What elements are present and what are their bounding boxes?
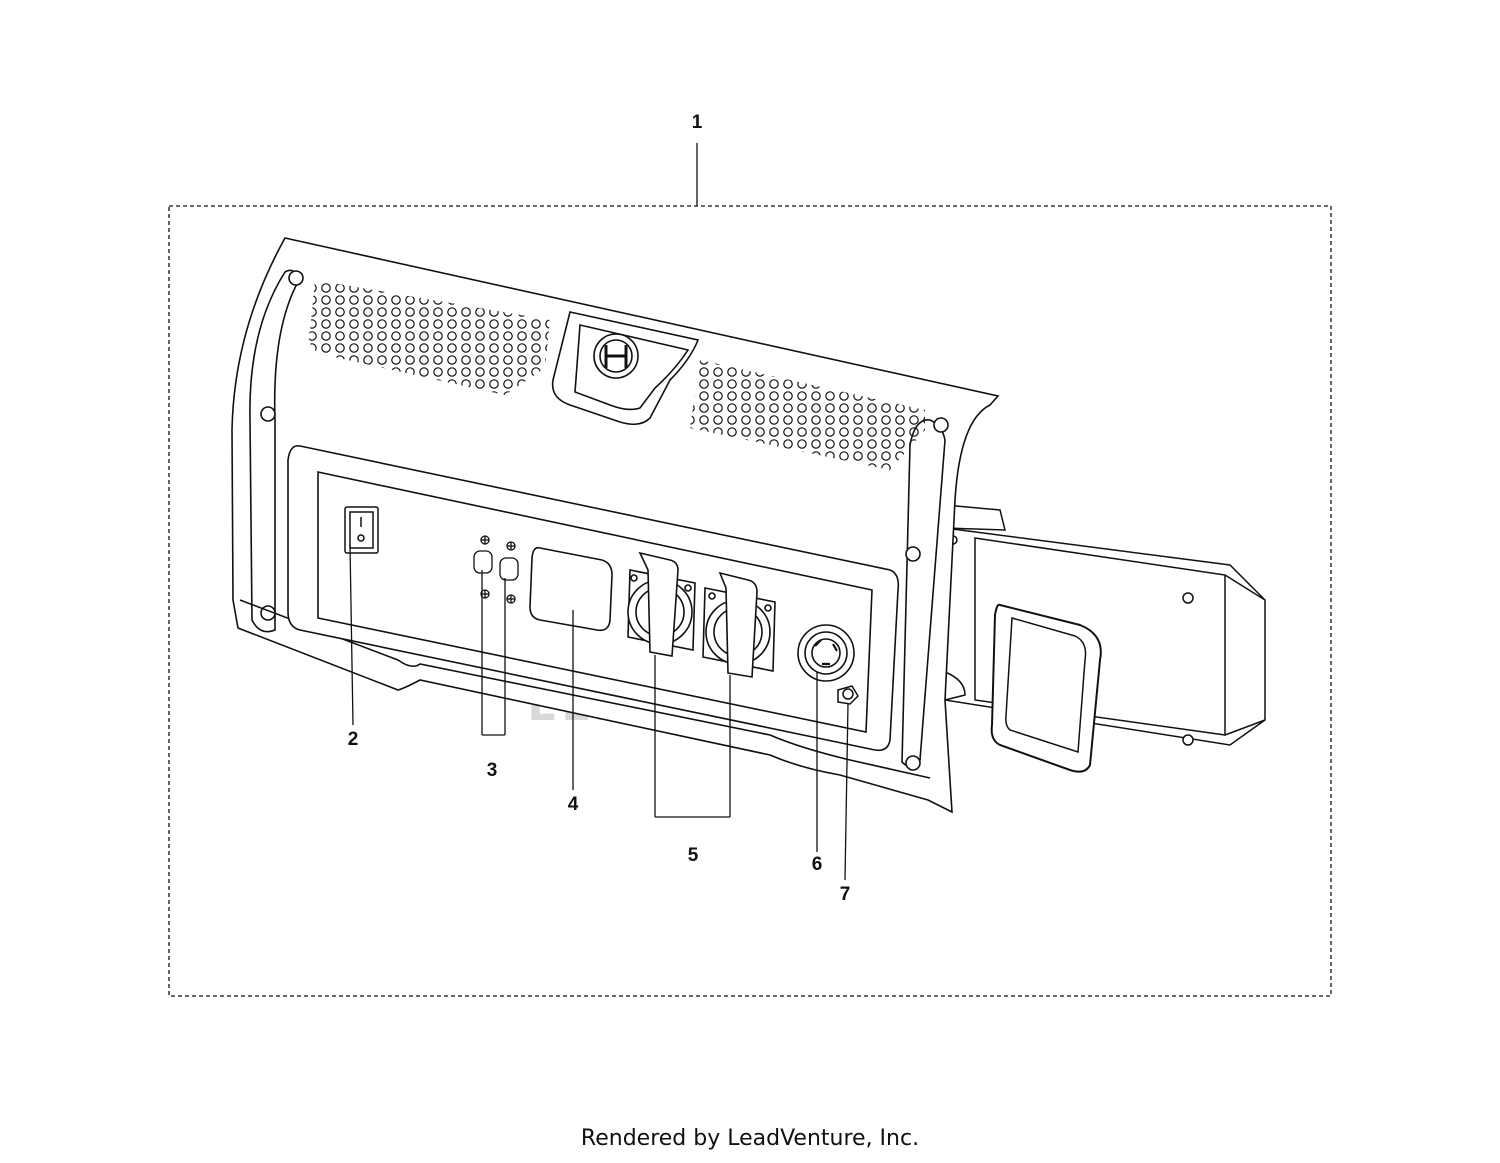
leader-lines: [349, 143, 849, 881]
brand-badge: [551, 311, 700, 426]
callout-1: 1: [691, 112, 703, 133]
callout-4: 4: [567, 794, 579, 815]
callout-7: 7: [839, 884, 851, 905]
assembly-boundary: [168, 205, 1332, 997]
ground-terminal: [837, 685, 859, 705]
callout-5: 5: [687, 845, 699, 866]
callout-6: 6: [811, 854, 823, 875]
left-vent-grille: [309, 280, 550, 395]
rear-housing: [944, 504, 1266, 773]
callout-3: 3: [486, 760, 498, 781]
twist-lock-receptacle: [797, 624, 855, 682]
footer-credit: Rendered by LeadVenture, Inc.: [580, 1126, 920, 1151]
outlets: [627, 551, 776, 678]
cover-plate: [529, 546, 613, 632]
callout-2: 2: [347, 729, 359, 750]
right-vent-grille: [690, 360, 925, 470]
rocker-switch: [344, 506, 379, 554]
circuit-breakers: [473, 535, 519, 604]
